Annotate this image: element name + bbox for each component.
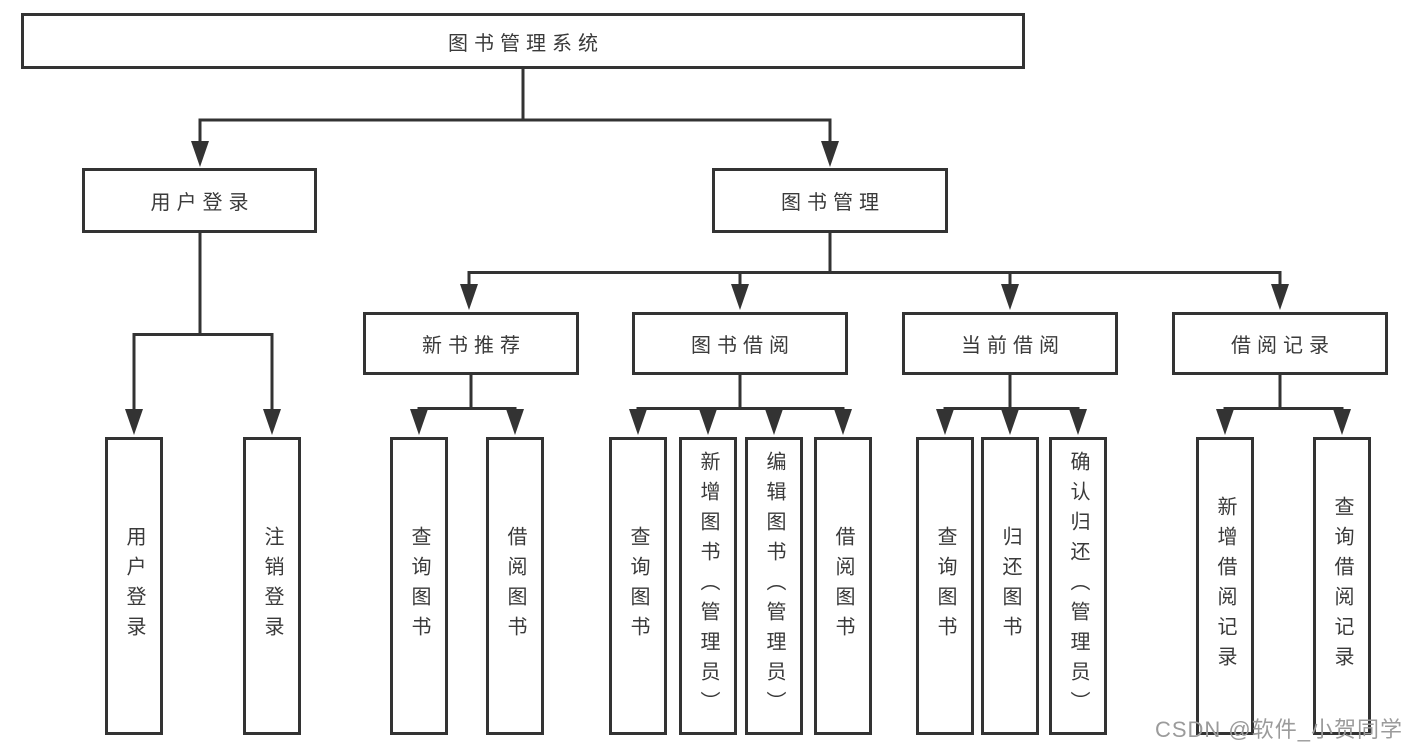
leaf-label: 用户登录 <box>123 526 145 646</box>
edge-currentborrow-to-leaves <box>936 375 1087 435</box>
edge-bookborrow-to-leaves <box>629 375 852 435</box>
node-new-book-recommend: 新书推荐 <box>363 312 579 375</box>
leaf-borrow-edit-books-admin: 编辑图书（管理员） <box>745 437 803 735</box>
leaf-label: 借阅图书 <box>832 526 854 646</box>
leaf-newbook-query-books: 查询图书 <box>390 437 448 735</box>
leaf-label: 注销登录 <box>261 526 283 646</box>
node-book-management: 图书管理 <box>712 168 948 233</box>
node-label: 新书推荐 <box>422 335 526 357</box>
leaf-label: 查询图书 <box>934 526 956 646</box>
edge-root-to-level2 <box>191 69 839 167</box>
leaf-current-query-books: 查询图书 <box>916 437 974 735</box>
node-label: 借阅记录 <box>1231 335 1335 357</box>
node-label: 用户登录 <box>150 192 255 214</box>
node-root-system: 图书管理系统 <box>21 13 1025 69</box>
node-user-login: 用户登录 <box>82 168 317 233</box>
leaf-records-query-record: 查询借阅记录 <box>1313 437 1371 735</box>
csdn-watermark: CSDN @软件_小贺同学 <box>1154 717 1403 742</box>
leaf-label: 编辑图书（管理员） <box>763 451 785 721</box>
leaf-logout: 注销登录 <box>243 437 301 735</box>
leaf-current-confirm-return-admin: 确认归还（管理员） <box>1049 437 1107 735</box>
edge-bookmgmt-to-level3 <box>460 233 1289 310</box>
node-book-borrow: 图书借阅 <box>632 312 848 375</box>
node-current-borrow: 当前借阅 <box>902 312 1118 375</box>
node-label: 图书借阅 <box>691 335 795 357</box>
leaf-records-add-record: 新增借阅记录 <box>1196 437 1254 735</box>
leaf-borrow-query-books: 查询图书 <box>609 437 667 735</box>
node-label: 当前借阅 <box>961 335 1065 357</box>
leaf-label: 归还图书 <box>999 526 1021 646</box>
leaf-label: 借阅图书 <box>504 526 526 646</box>
leaf-borrow-borrow-books: 借阅图书 <box>814 437 872 735</box>
leaf-label: 新增借阅记录 <box>1214 496 1236 676</box>
edge-newbook-to-leaves <box>410 375 524 435</box>
node-label: 图书管理系统 <box>448 32 604 55</box>
node-borrow-records: 借阅记录 <box>1172 312 1388 375</box>
leaf-label: 确认归还（管理员） <box>1067 451 1089 721</box>
edge-userlogin-to-leaves <box>125 233 281 435</box>
leaf-current-return-books: 归还图书 <box>981 437 1039 735</box>
leaf-label: 新增图书（管理员） <box>697 451 719 721</box>
leaf-label: 查询图书 <box>408 526 430 646</box>
node-label: 图书管理 <box>781 192 885 214</box>
leaf-borrow-add-books-admin: 新增图书（管理员） <box>679 437 737 735</box>
leaf-label: 查询图书 <box>627 526 649 646</box>
edge-borrowrecord-to-leaves <box>1216 375 1351 435</box>
leaf-newbook-borrow-books: 借阅图书 <box>486 437 544 735</box>
leaf-user-login: 用户登录 <box>105 437 163 735</box>
leaf-label: 查询借阅记录 <box>1331 496 1353 676</box>
